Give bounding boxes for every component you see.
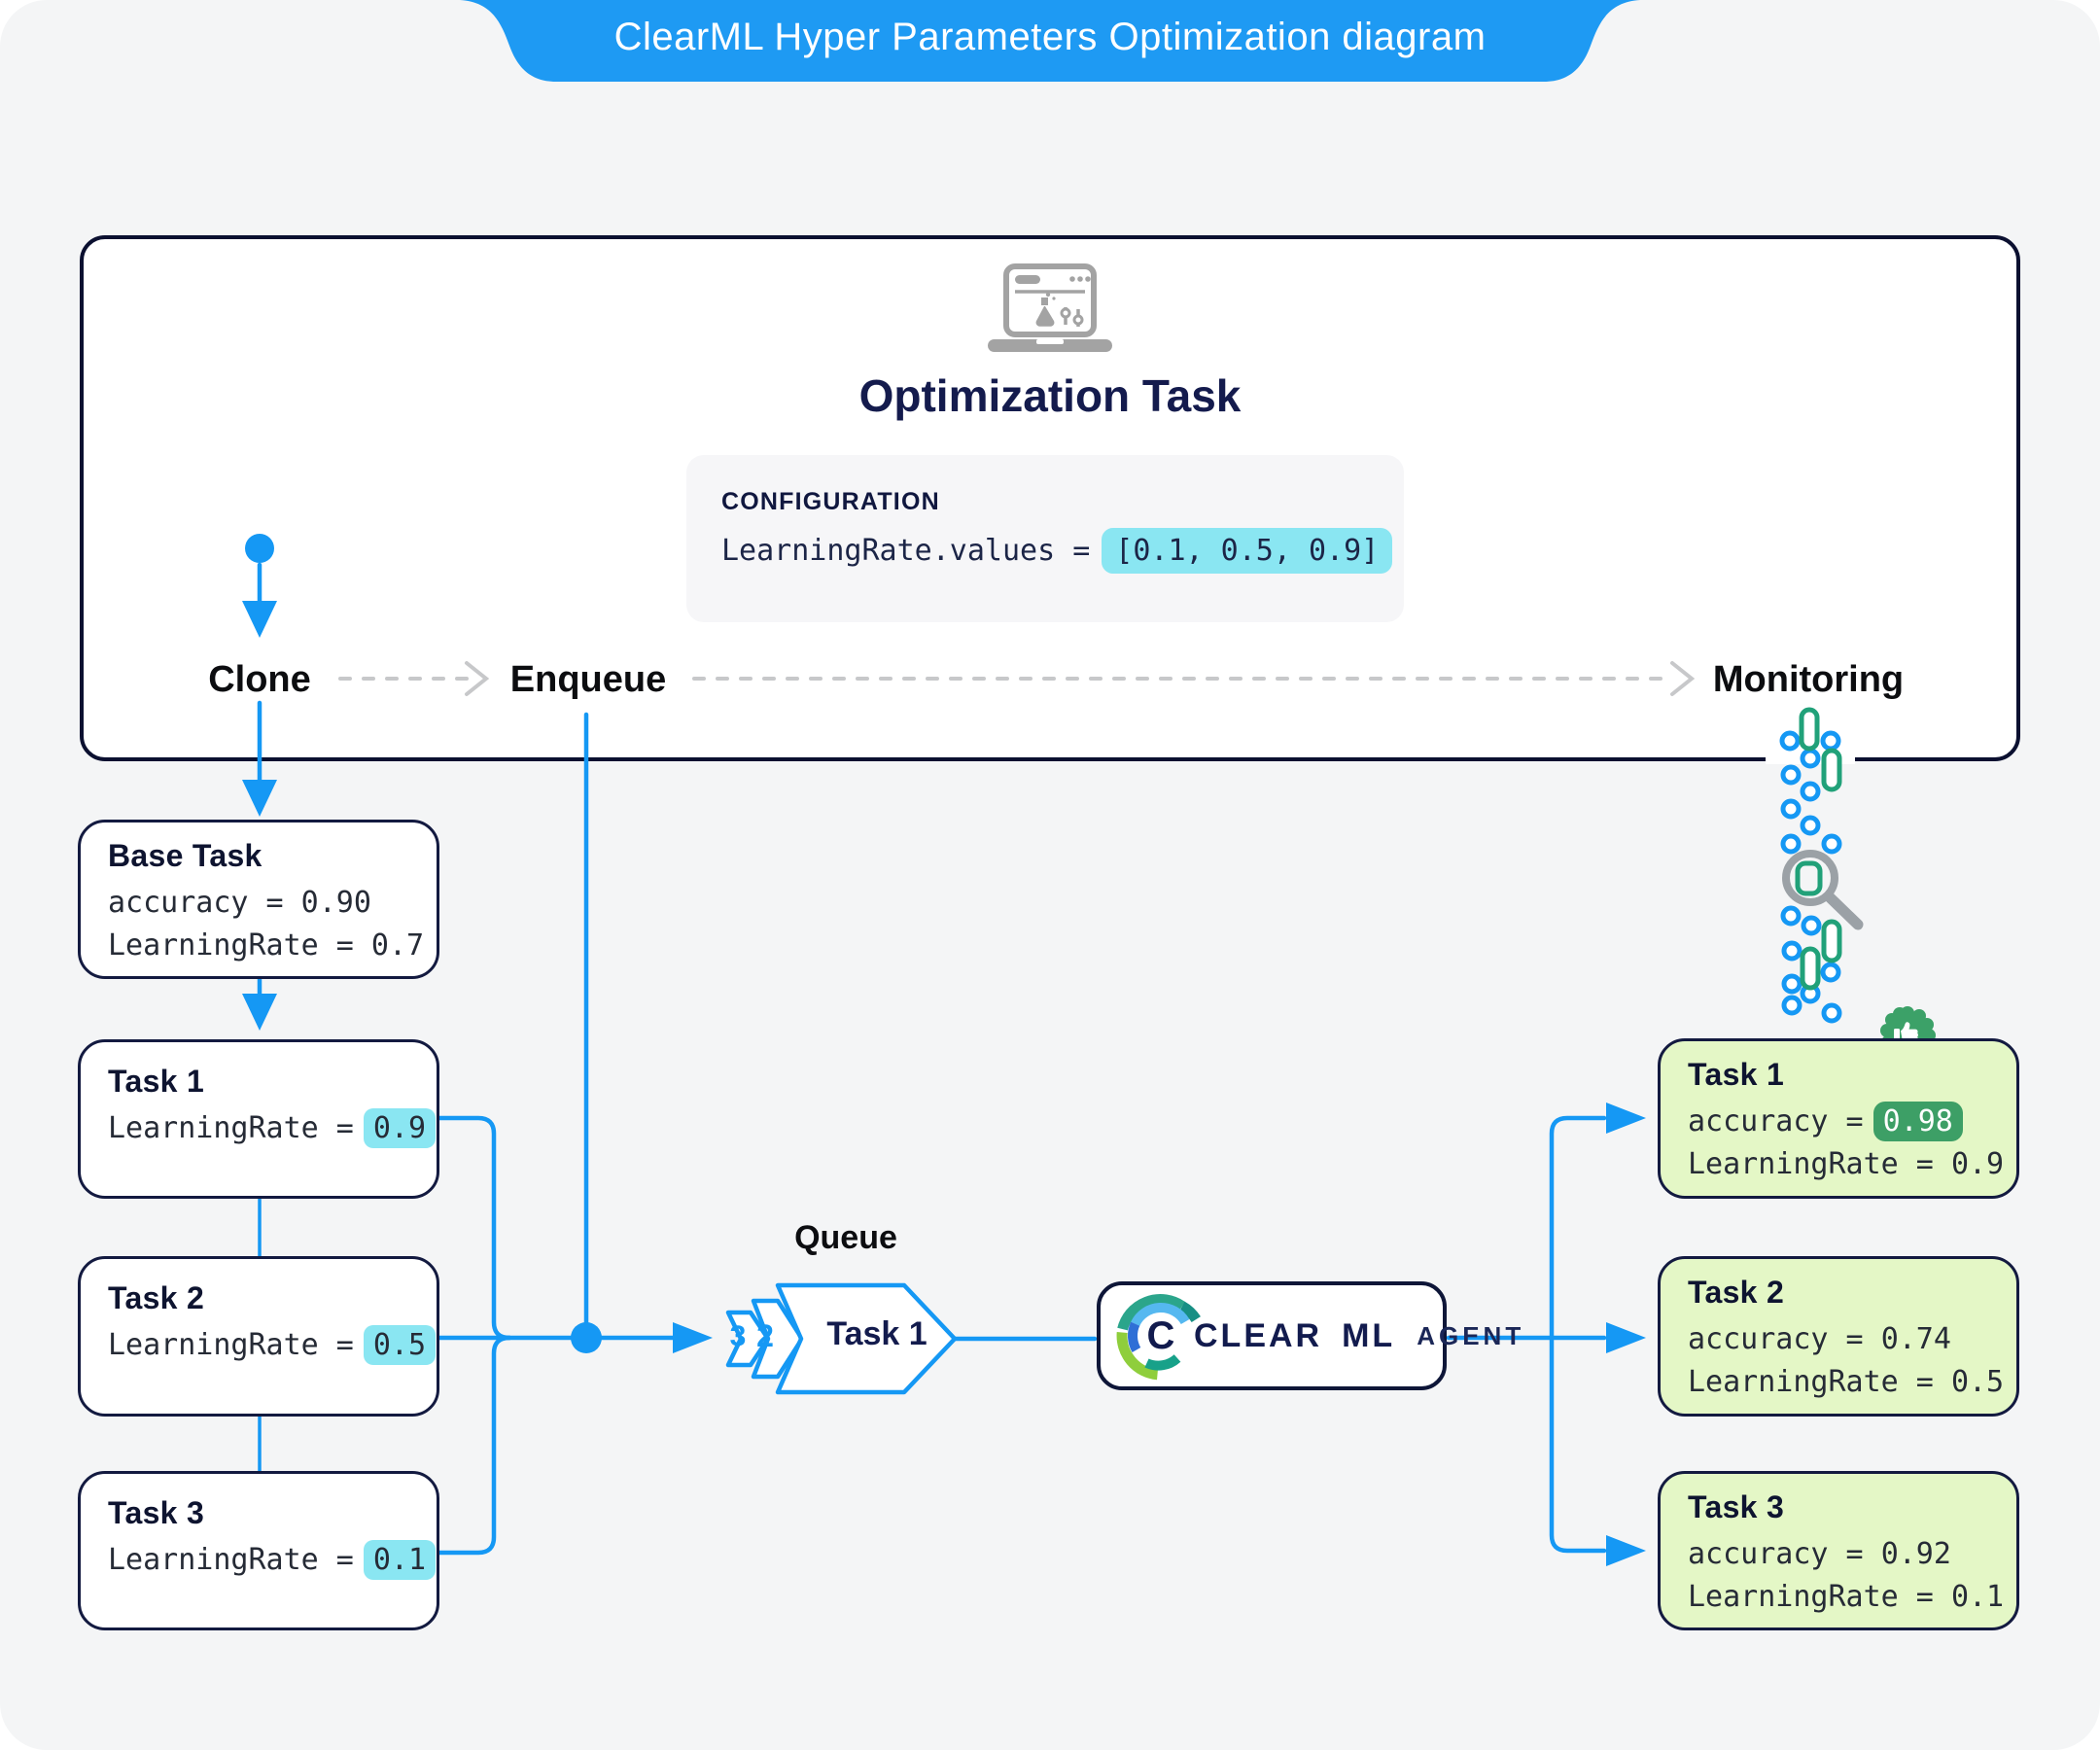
flask-icon xyxy=(1035,292,1056,327)
stream-pill-icon xyxy=(1821,748,1842,792)
learning-rate-line: LearningRate = 0.5 xyxy=(1688,1361,2016,1404)
queue-position-2: 2 xyxy=(756,1318,774,1353)
lr-label: LearningRate = xyxy=(108,1543,354,1577)
dashed-flow-arrows xyxy=(338,661,1696,696)
lr-value: 0.5 xyxy=(1950,1365,2005,1399)
stream-ring-icon xyxy=(1800,815,1821,836)
learning-rate-line: LearningRate = 0.9 xyxy=(108,1107,437,1150)
queue-chevron-3 xyxy=(725,1310,771,1368)
brand-ml: ML xyxy=(1342,1316,1396,1354)
clearml-logo-icon: C xyxy=(1116,1291,1206,1381)
accuracy-label: accuracy = xyxy=(1688,1322,1864,1356)
result-task-1-node: Task 1 accuracy =0.98 LearningRate = 0.9 xyxy=(1658,1038,2019,1199)
node-title: Task 1 xyxy=(1688,1057,1785,1092)
stream-ring-icon xyxy=(1781,940,1802,962)
stream-ring-icon xyxy=(1820,730,1841,752)
node-title: Base Task xyxy=(108,838,262,873)
result-task-3-node: Task 3 accuracy = 0.92 LearningRate = 0.… xyxy=(1658,1471,2019,1630)
accuracy-line: accuracy =0.98 xyxy=(1688,1101,2016,1143)
clone-task-2-node: Task 2 LearningRate = 0.5 xyxy=(78,1256,439,1417)
logo-letter: C xyxy=(1146,1313,1175,1357)
accuracy-line: accuracy = 0.92 xyxy=(1688,1533,2016,1576)
node-title: Task 3 xyxy=(1688,1489,1785,1524)
lr-value-highlight: 0.9 xyxy=(363,1108,437,1148)
stream-ring-icon xyxy=(1820,962,1841,983)
stream-ring-icon xyxy=(1780,905,1802,927)
agent-label: AGENT xyxy=(1417,1320,1525,1350)
brand-clear: CLEAR xyxy=(1194,1316,1323,1354)
laptop-experiment-icon xyxy=(988,263,1112,352)
stream-ring-icon xyxy=(1821,833,1842,855)
blue-arrowheads xyxy=(242,534,1646,1566)
learning-rate-line: LearningRate = 0.7 xyxy=(108,928,425,962)
queue-chevron-2 xyxy=(751,1298,805,1380)
accuracy-label: accuracy = xyxy=(1688,1537,1864,1571)
lr-value: 0.9 xyxy=(1950,1147,2005,1181)
result-task-2-node: Task 2 accuracy = 0.74 LearningRate = 0.… xyxy=(1658,1256,2019,1417)
junction-dot xyxy=(571,1322,602,1353)
flow-step-clone: Clone xyxy=(208,659,311,700)
lr-label: LearningRate = xyxy=(1688,1147,1934,1181)
lr-value-highlight: 0.1 xyxy=(363,1540,437,1580)
lr-label: LearningRate = xyxy=(1688,1365,1934,1399)
lr-value-highlight: 0.5 xyxy=(363,1325,437,1365)
page-title: ClearML Hyper Parameters Optimization di… xyxy=(613,16,1487,58)
stream-ring-icon xyxy=(1780,764,1802,786)
blue-connectors xyxy=(257,562,1607,1556)
stream-ring-icon xyxy=(1800,781,1821,802)
lr-label: LearningRate = xyxy=(108,1328,354,1362)
clearml-agent-node: C CLEAR ML AGENT xyxy=(1097,1281,1521,1390)
stream-ring-icon xyxy=(1779,730,1801,752)
stream-ring-icon xyxy=(1780,833,1802,855)
stream-ring-icon xyxy=(1821,1002,1842,1024)
sliders-icon xyxy=(1060,307,1084,327)
flow-step-enqueue: Enqueue xyxy=(509,659,667,700)
clone-task-1-node: Task 1 LearningRate = 0.9 xyxy=(78,1039,439,1199)
stream-pill-icon xyxy=(1799,707,1820,752)
clone-task-3-node: Task 3 LearningRate = 0.1 xyxy=(78,1471,439,1630)
lr-label: LearningRate = xyxy=(108,1111,354,1145)
accuracy-value: 0.92 xyxy=(1880,1537,1951,1571)
accuracy-line: accuracy = 0.74 xyxy=(1688,1318,2016,1361)
flow-step-monitoring: Monitoring xyxy=(1712,659,1905,700)
accuracy-label: accuracy = xyxy=(1688,1104,1864,1138)
queue-chevrons xyxy=(725,1282,958,1395)
stream-ring-icon xyxy=(1781,995,1802,1016)
stream-pill-icon xyxy=(1800,946,1821,991)
queue-position-3: 3 xyxy=(729,1320,747,1352)
optimization-task-title: Optimization Task xyxy=(858,370,1242,421)
queue-chevron-front xyxy=(775,1282,958,1395)
clone-start-dot xyxy=(245,534,274,563)
stream-ring-icon xyxy=(1781,973,1802,995)
config-values-highlight: [0.1, 0.5, 0.9] xyxy=(1102,528,1393,574)
queue-label: Queue xyxy=(794,1219,897,1256)
search-icon xyxy=(1782,850,1864,930)
learning-rate-line: LearningRate = 0.1 xyxy=(108,1539,437,1582)
stream-ring-icon xyxy=(1801,915,1822,936)
configuration-panel: CONFIGURATION LearningRate.values = [0.1,… xyxy=(686,455,1404,622)
base-task-node: Base Task accuracy = 0.90 LearningRate =… xyxy=(78,820,439,979)
node-title: Task 3 xyxy=(108,1495,205,1530)
learning-rate-line: LearningRate = 0.9 xyxy=(1688,1143,2016,1186)
queue-front-task: Task 1 xyxy=(826,1315,928,1352)
stream-pill-icon xyxy=(1821,919,1842,963)
monitoring-data-stream xyxy=(1779,707,1842,1024)
accuracy-value: 0.74 xyxy=(1880,1322,1951,1356)
configuration-heading: CONFIGURATION xyxy=(721,488,940,515)
config-expression: LearningRate.values = xyxy=(721,534,1091,568)
learning-rate-line: LearningRate = 0.5 xyxy=(108,1324,437,1367)
stream-ring-icon xyxy=(1780,798,1802,820)
node-title: Task 1 xyxy=(108,1064,205,1099)
node-title: Task 2 xyxy=(1688,1275,1785,1310)
lr-value: 0.1 xyxy=(1950,1580,2005,1614)
configuration-code: LearningRate.values = [0.1, 0.5, 0.9] xyxy=(721,528,1404,574)
accuracy-value-highlight: 0.98 xyxy=(1872,1102,1963,1141)
lr-label: LearningRate = xyxy=(1688,1580,1934,1614)
title-banner xyxy=(460,0,1640,82)
node-title: Task 2 xyxy=(108,1280,205,1315)
stream-ring-icon xyxy=(1800,748,1821,769)
accuracy-line: accuracy = 0.90 xyxy=(108,886,371,920)
learning-rate-line: LearningRate = 0.1 xyxy=(1688,1576,2016,1619)
